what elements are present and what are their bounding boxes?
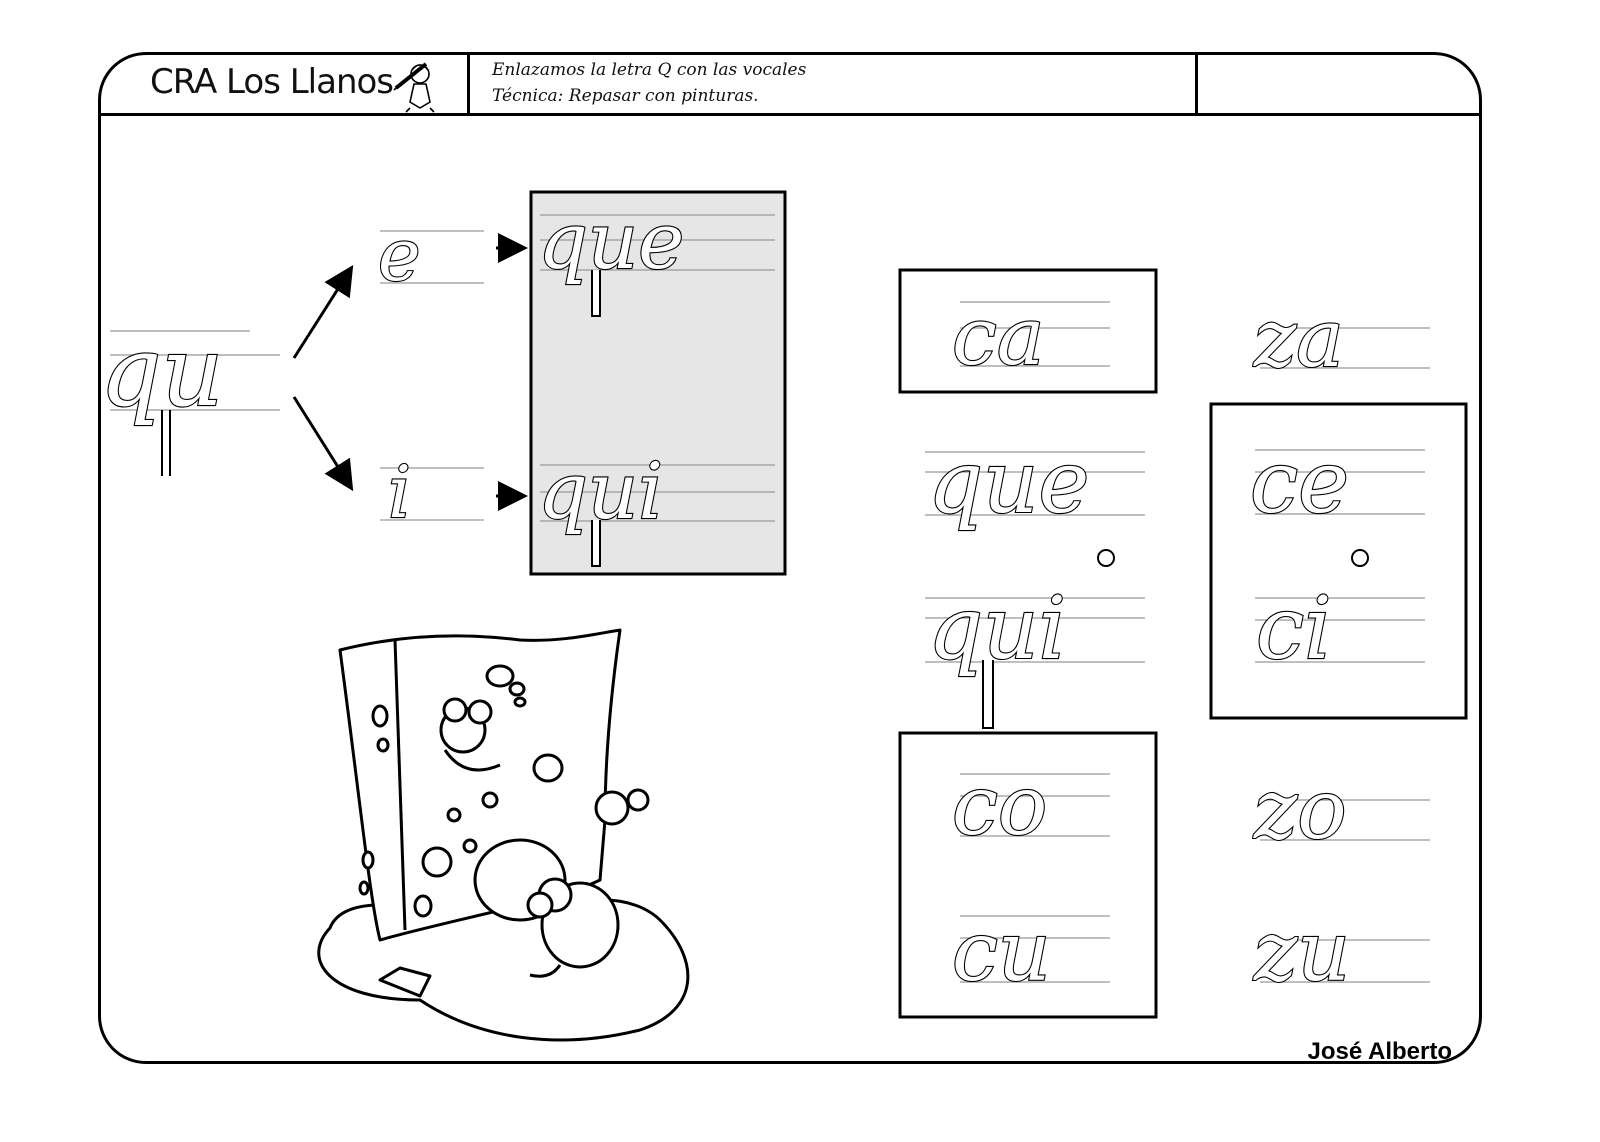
guide-lines-e bbox=[380, 230, 484, 284]
guide-lines-cu bbox=[960, 915, 1110, 983]
guide-lines-que-right bbox=[925, 451, 1145, 516]
syllable-que: que bbox=[928, 433, 1089, 533]
syllable-zo: zo bbox=[1253, 763, 1347, 858]
arrow-down bbox=[292, 396, 354, 492]
qui-right-descender bbox=[982, 660, 994, 729]
syllable-za: za bbox=[1253, 292, 1344, 385]
dot-between-ce-ci bbox=[1351, 549, 1369, 567]
guide-lines-co bbox=[960, 773, 1110, 837]
header-separator-1 bbox=[467, 54, 470, 114]
que-descender bbox=[591, 270, 601, 317]
syllable-ce: ce bbox=[1250, 433, 1349, 533]
guide-lines-ca bbox=[960, 301, 1110, 367]
guide-lines-i bbox=[380, 467, 484, 521]
author-signature: José Alberto bbox=[1307, 1038, 1452, 1065]
guide-lines-que bbox=[540, 214, 775, 271]
box-co-cu bbox=[898, 731, 1158, 1019]
cheese-mice-illustration bbox=[317, 628, 690, 1042]
syllable-zu: zu bbox=[1253, 905, 1350, 1000]
syllable-cu: cu bbox=[952, 905, 1051, 1000]
syllable-ca: ca bbox=[952, 290, 1045, 383]
box-ce-ci bbox=[1209, 402, 1468, 720]
guide-lines-ci bbox=[1255, 597, 1425, 663]
result-box bbox=[529, 190, 787, 576]
guide-lines-qui-right bbox=[925, 597, 1145, 663]
branch-letter-e: e bbox=[378, 213, 421, 297]
result-que: que bbox=[538, 197, 684, 287]
arrow-up bbox=[292, 264, 354, 359]
box-ca bbox=[898, 268, 1158, 394]
instruction-line-2: Técnica: Repasar con pinturas. bbox=[492, 86, 759, 106]
qui-descender bbox=[591, 520, 601, 567]
school-name: CRA Los Llanos bbox=[150, 62, 394, 102]
dot-between-que-qui bbox=[1097, 549, 1115, 567]
syllable-co: co bbox=[952, 759, 1047, 854]
guide-lines-ce bbox=[1255, 449, 1425, 515]
guide-lines-qui bbox=[540, 464, 775, 522]
branch-letter-i: i bbox=[388, 450, 411, 534]
guide-lines-qu bbox=[110, 330, 280, 411]
syllable-qui: qui bbox=[928, 579, 1066, 679]
instruction-line-1: Enlazamos la letra Q con las vocales bbox=[492, 60, 807, 80]
syllable-ci: ci bbox=[1256, 579, 1332, 679]
guide-lines-zo bbox=[1260, 799, 1430, 841]
root-syllable: qu bbox=[100, 316, 223, 428]
header-divider bbox=[98, 113, 1482, 116]
guide-lines-zu bbox=[1260, 939, 1430, 983]
guide-lines-za bbox=[1260, 327, 1430, 369]
logo-icon bbox=[393, 62, 435, 113]
header-separator-2 bbox=[1195, 54, 1198, 114]
